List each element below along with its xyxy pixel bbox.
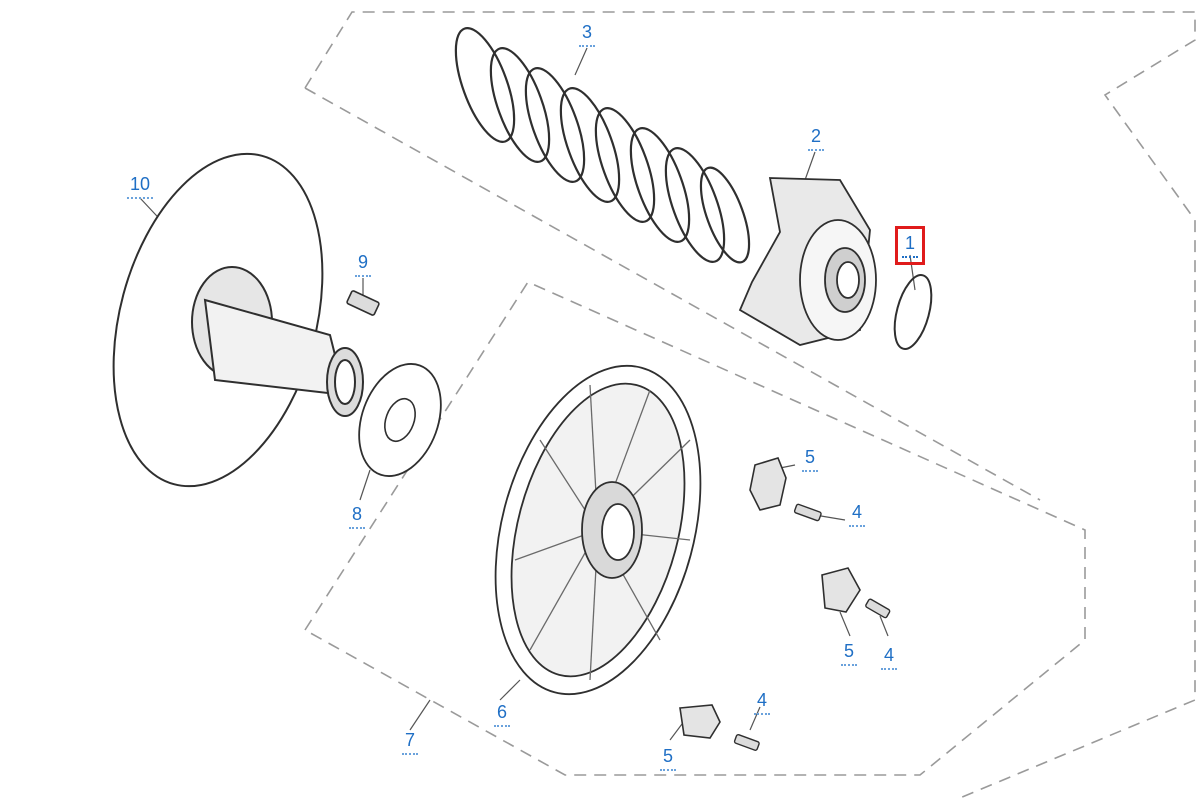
upper-assembly-diagonal — [304, 87, 1041, 501]
group-boundaries — [304, 11, 1196, 800]
callout-5-roller-c[interactable]: 5 — [659, 746, 677, 771]
callout-7-sheave-assembly[interactable]: 7 — [401, 730, 419, 755]
callout-4-bolt-a[interactable]: 4 — [848, 502, 866, 527]
part-9-key — [346, 290, 380, 316]
callout-5-roller-b[interactable]: 5 — [840, 641, 858, 666]
callout-3-spring[interactable]: 3 — [578, 22, 596, 47]
callout-6-movable-sheave[interactable]: 6 — [493, 702, 511, 727]
callout-2-spider-cover[interactable]: 2 — [807, 126, 825, 151]
callout-4-bolt-c[interactable]: 4 — [753, 690, 771, 715]
part-10-fixed-sheave — [112, 152, 364, 488]
callout-4-bolt-b[interactable]: 4 — [880, 645, 898, 670]
callout-5-roller-a[interactable]: 5 — [801, 447, 819, 472]
upper-assembly-boundary — [304, 11, 1196, 800]
part-6-movable-sheave — [494, 364, 702, 696]
callout-9-key[interactable]: 9 — [354, 252, 372, 277]
part-2-spider-cover — [738, 177, 877, 346]
callout-1-snap-ring[interactable]: 1 — [894, 226, 926, 265]
part-3-spring — [454, 27, 751, 264]
part-8-washer — [358, 363, 442, 477]
lower-assembly-boundary — [304, 280, 1086, 776]
part-5-rollers — [679, 457, 861, 739]
part-4-bolts — [733, 503, 891, 751]
part-1-snap-ring — [893, 274, 933, 350]
callout-8-washer[interactable]: 8 — [348, 504, 366, 529]
callout-10-fixed-sheave[interactable]: 10 — [126, 174, 154, 199]
